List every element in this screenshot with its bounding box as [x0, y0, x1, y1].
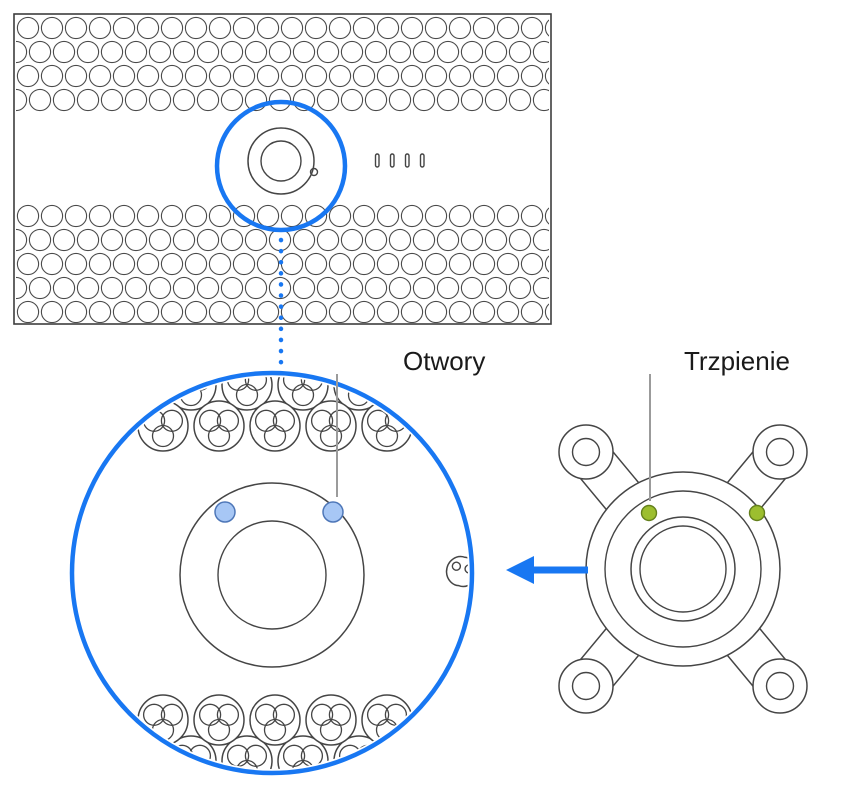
alignment-hole-left: [214, 501, 236, 523]
adapter-ring: [604, 490, 762, 648]
callout-pins: Trzpienie: [649, 346, 790, 501]
adapter-screw-lobes: [558, 424, 808, 714]
insert-direction-arrow: [506, 556, 588, 584]
mount-inner-ring: [217, 520, 327, 630]
adapter-center-hole-inner: [639, 525, 727, 613]
callout-holes: Otwory: [336, 346, 485, 497]
label-holes: Otwory: [403, 346, 485, 376]
adapter-center-hole-outer: [630, 516, 736, 622]
mount-outer-ring: [179, 482, 365, 668]
screw-hole-top-left: [571, 437, 601, 467]
alignment-hole-right: [322, 501, 344, 523]
label-pins: Trzpienie: [684, 346, 790, 376]
panel-lattice-top: [16, 16, 549, 112]
zoom-detail-content: [137, 377, 468, 769]
display-back-panel: [13, 13, 552, 325]
zoom-detail-circle: [69, 370, 475, 776]
zoom-detail-view: [69, 370, 475, 776]
screw-hole-top-right: [765, 437, 795, 467]
mount-latch-tab: [309, 167, 319, 177]
screw-hole-bottom-right: [765, 671, 795, 701]
panel-mount-point: [247, 127, 319, 195]
latch-detail: [445, 555, 468, 588]
screw-hole-bottom-left: [571, 671, 601, 701]
vesa-adapter: [558, 424, 808, 714]
pin-left: [640, 504, 658, 522]
panel-vent-slots: [374, 153, 425, 168]
pin-right: [748, 504, 766, 522]
zoom-source-circle: [214, 99, 348, 233]
